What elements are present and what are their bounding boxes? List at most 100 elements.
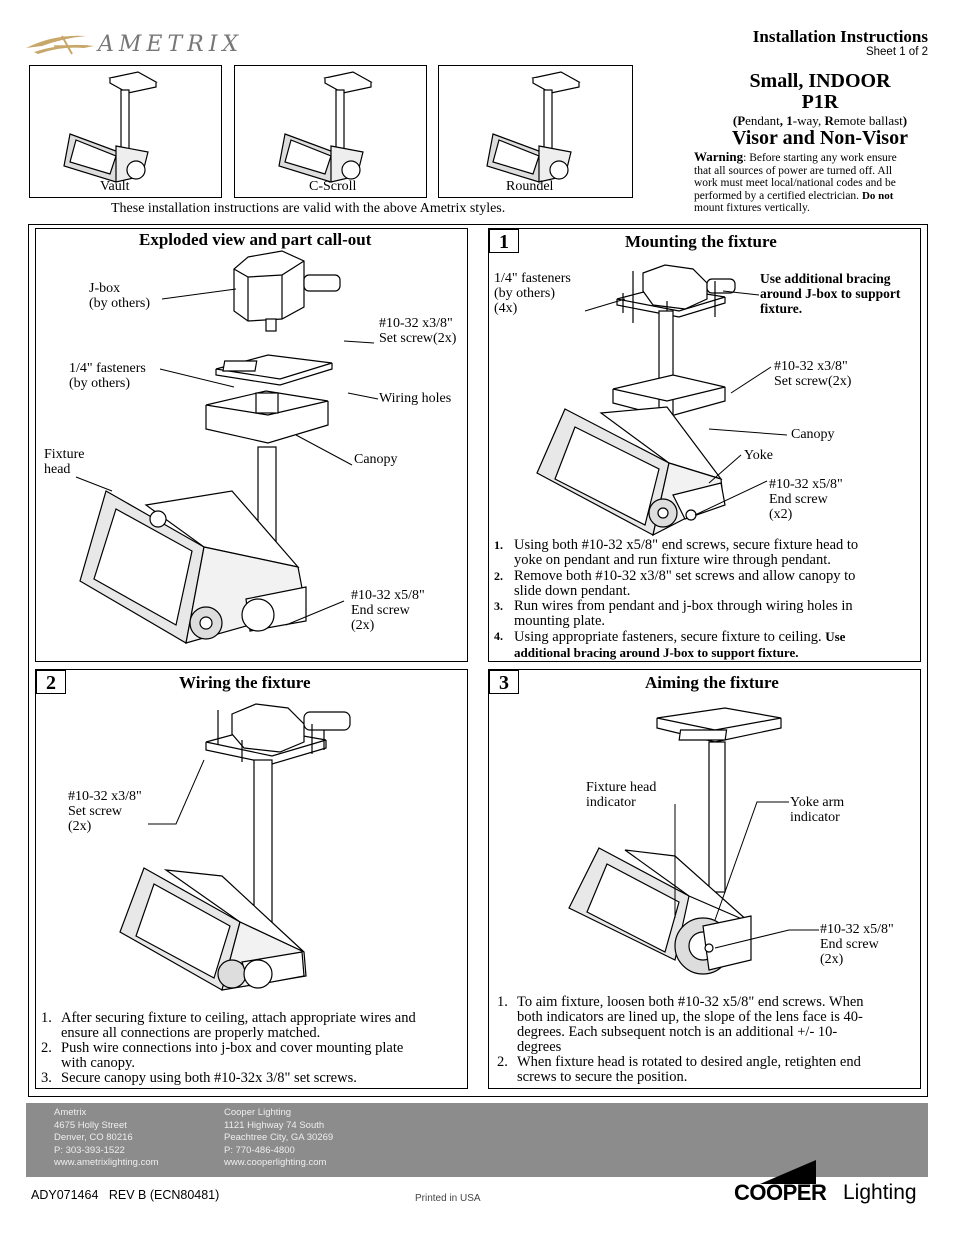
acronym-1: 1: [786, 113, 793, 128]
styles-note: These installation instructions are vali…: [111, 201, 506, 216]
s1-label-yoke: Yoke: [744, 448, 773, 463]
s1-label-fasteners: 1/4" fasteners (by others) (4x): [494, 271, 571, 316]
step1-item-1-line2: yoke on pendant and run fixture wire thr…: [514, 552, 831, 568]
acronym-endant: endant: [745, 113, 780, 128]
jbox-shape: [233, 250, 305, 322]
step2-item-1-line2: ensure all connections are properly matc…: [61, 1025, 321, 1041]
step3-diagram: [568, 707, 819, 975]
step1-title: Mounting the fixture: [625, 232, 777, 251]
label-jbox-line2: (by others): [89, 296, 151, 311]
ametrix-swoosh-icon: [26, 35, 94, 55]
step1-item-4-line1: Using appropriate fasteners, secure fixt…: [514, 629, 914, 645]
s3-end-screw-line3: (2x): [820, 952, 844, 967]
style-label-cscroll: C-Scroll: [309, 179, 357, 194]
cooper-phone: P: 770-486-4800: [224, 1144, 295, 1156]
cscroll-fixture-icon: [278, 71, 373, 183]
step2-item-1-line1: After securing fixture to ceiling, attac…: [61, 1010, 416, 1026]
s3-head-indicator-line1: Fixture head: [586, 780, 657, 795]
s1-set-screw-line1: #10-32 x3/8": [774, 359, 848, 374]
s3-yoke-indicator-line2: indicator: [790, 810, 840, 825]
label-wiring-holes: Wiring holes: [379, 391, 452, 406]
step3-item-1-line1: To aim fixture, loosen both #10-32 x5/8"…: [517, 994, 864, 1010]
s1-end-screw-line1: #10-32 x5/8": [769, 477, 843, 492]
step3-item-1: 1. To aim fixture, loosen both #10-32 x5/…: [497, 995, 917, 1055]
step2-title: Wiring the fixture: [179, 673, 311, 692]
step2-item-2-line1: Push wire connections into j-box and cov…: [61, 1040, 404, 1056]
label-jbox: J-box (by others): [89, 281, 150, 311]
style-thumbnail-cscroll: C-Scroll: [234, 65, 427, 198]
step2-item-2-num: 2.: [41, 1040, 52, 1056]
cooper-street: 1121 Highway 74 South: [224, 1119, 325, 1131]
cooper-web: www.cooperlighting.com: [224, 1157, 327, 1168]
brand-logo: AMETRIX: [24, 28, 238, 60]
step3-instructions: 1. To aim fixture, loosen both #10-32 x5/…: [497, 995, 917, 1085]
warning-block: Warning: Before starting any work ensure…: [694, 150, 934, 215]
step1-item-3-num: 3.: [494, 599, 503, 613]
step2-item-1-num: 1.: [41, 1010, 52, 1026]
step1-item-4-bold2: additional bracing around J-box to suppo…: [514, 645, 799, 660]
s3-label-end-screw: #10-32 x5/8" End screw (2x): [820, 922, 894, 967]
doc-number: ADY071464 REV B (ECN80481): [31, 1188, 220, 1202]
doc-title: Installation Instructions: [752, 27, 928, 46]
acronym-close: ): [902, 113, 908, 128]
step3-item-2-num: 2.: [497, 1054, 508, 1070]
s1-bracing-line1: Use additional bracing: [760, 271, 891, 286]
step1-item-4-num: 4.: [494, 629, 503, 643]
acronym-comma: ,: [779, 113, 787, 128]
cooper-logo-bold: COOPER: [734, 1180, 827, 1205]
step1-item-3-line1: Run wires from pendant and j-box through…: [514, 598, 853, 614]
footer-cooper-address: Cooper Lighting 1121 Highway 74 South Pe…: [224, 1107, 333, 1170]
product-variant: Visor and Non-Visor: [732, 127, 908, 149]
s3-head-indicator-line2: indicator: [586, 795, 636, 810]
step1-instructions: 1.Using both #10-32 x5/8" end screws, se…: [494, 538, 914, 661]
warning-line-2: that all sources of power are turned off…: [694, 164, 893, 177]
label-jbox-line1: J-box: [89, 281, 121, 296]
step2-item-2-line2: with canopy.: [61, 1055, 135, 1071]
cooper-name: Cooper Lighting: [224, 1107, 292, 1118]
step1-item-2: 2.Remove both #10-32 x3/8" set screws an…: [494, 569, 914, 599]
step3-item-1-line3: degrees. Each subsequent notch is an add…: [517, 1024, 838, 1040]
s1-label-set-screw: #10-32 x3/8" Set screw(2x): [774, 359, 851, 389]
label-fixture-head-line1: Fixture: [44, 447, 85, 462]
step2-item-3-line1: Secure canopy using both #10-32x 3/8" se…: [61, 1070, 357, 1086]
cooper-logo: COOPER Lighting: [734, 1156, 930, 1210]
label-fasteners-line1: 1/4" fasteners: [69, 361, 146, 376]
s2-set-screw-line1: #10-32 x3/8": [68, 789, 142, 804]
s2-set-screw-line2: Set screw: [68, 804, 123, 819]
s3-end-screw-line1: #10-32 x5/8": [820, 922, 894, 937]
label-fasteners: 1/4" fasteners (by others): [69, 361, 146, 391]
exploded-panel: Exploded view and part call-out: [35, 228, 468, 662]
roundel-fixture-icon: [486, 71, 581, 183]
step3-item-1-num: 1.: [497, 994, 508, 1010]
step2-panel: 2 Wiring the fixture #10-32 x3/8" Set sc…: [35, 669, 468, 1089]
brand-name: AMETRIX: [98, 32, 244, 57]
s3-label-yoke-indicator: Yoke arm indicator: [790, 795, 844, 825]
label-fixture-head-line2: head: [44, 462, 71, 477]
label-fasteners-line2: (by others): [69, 376, 131, 391]
ametrix-web: www.ametrixlighting.com: [54, 1157, 159, 1168]
product-model: P1R: [801, 91, 839, 113]
vault-fixture-icon: [63, 71, 158, 183]
step1-item-3-line2: mounting plate.: [514, 613, 606, 629]
warning-text-4: performed by a certified electrician.: [694, 189, 860, 202]
label-end-screw-line3: (2x): [351, 618, 375, 633]
style-thumbnail-vault: Vault: [29, 65, 222, 198]
s3-yoke-indicator-line1: Yoke arm: [790, 795, 845, 810]
warning-text-1: : Before starting any work ensure: [743, 152, 897, 164]
s1-bracing-line2: around J-box to support: [760, 286, 901, 301]
s1-end-screw-line2: End screw: [769, 492, 828, 507]
label-fixture-head: Fixture head: [44, 447, 84, 477]
label-end-screw-line2: End screw: [351, 603, 410, 618]
step2-item-3: 3.Secure canopy using both #10-32x 3/8" …: [41, 1071, 466, 1086]
footer-ametrix-address: Ametrix 4675 Holly Street Denver, CO 802…: [54, 1107, 159, 1170]
cooper-logo-mark-icon: [760, 1160, 816, 1184]
step1-item-2-num: 2.: [494, 569, 503, 583]
label-end-screw: #10-32 x5/8" End screw (2x): [351, 588, 425, 633]
s1-fasteners-line1: 1/4" fasteners: [494, 271, 571, 286]
s3-end-screw-line2: End screw: [820, 937, 879, 952]
s1-set-screw-line2: Set screw(2x): [774, 374, 852, 389]
s1-label-canopy: Canopy: [791, 427, 835, 442]
exploded-title: Exploded view and part call-out: [139, 230, 372, 249]
printed-in: Printed in USA: [415, 1193, 481, 1204]
sheet-number: Sheet 1 of 2: [865, 46, 928, 58]
